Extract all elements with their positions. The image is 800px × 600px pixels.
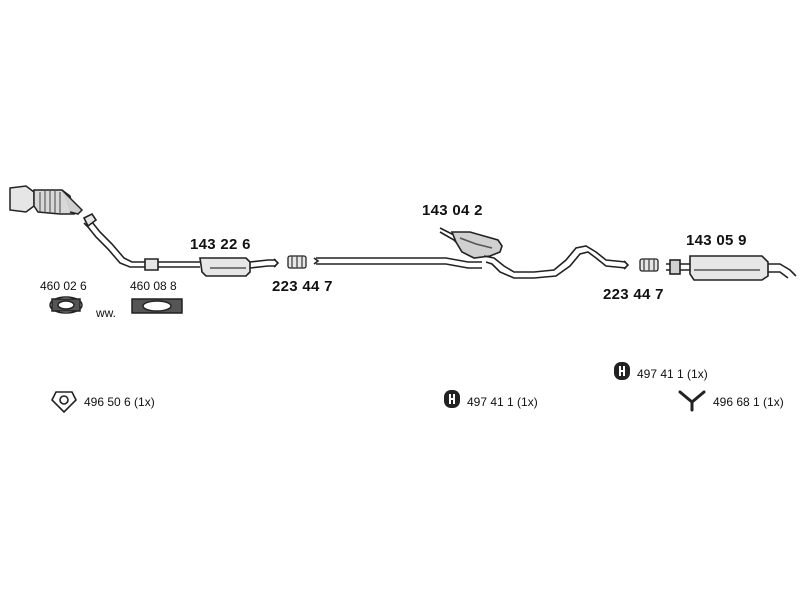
gasket-460-02-6 [49,296,83,314]
middle-pipe [313,227,630,279]
label-center-box: 143 04 2 [422,202,483,219]
v-bracket-icon [678,390,706,412]
hanger-icon-mid [444,390,460,408]
hanger-icon-right [614,362,630,380]
label-gasket-note: ww. [96,306,117,320]
label-hanger-mid: 497 41 1 (1x) [467,395,538,409]
clamp-left [287,255,307,269]
label-clamp-right: 223 44 7 [603,286,664,303]
label-front-pipe: 143 22 6 [190,236,251,253]
label-gasket-b: 460 08 8 [130,279,177,293]
rear-box [666,255,797,281]
gasket-460-08-8 [131,298,183,314]
label-hanger-right: 497 41 1 (1x) [637,367,708,381]
label-gasket-a: 460 02 6 [40,279,87,293]
clamp-right [639,258,659,272]
front-pipe [82,212,280,277]
label-clamp-left: 223 44 7 [272,278,333,295]
label-v-bracket: 496 68 1 (1x) [713,395,784,409]
label-ring: 496 50 6 (1x) [84,395,155,409]
catalytic-converter [9,185,84,215]
ring-icon [51,391,77,414]
label-rear-box: 143 05 9 [686,232,747,249]
